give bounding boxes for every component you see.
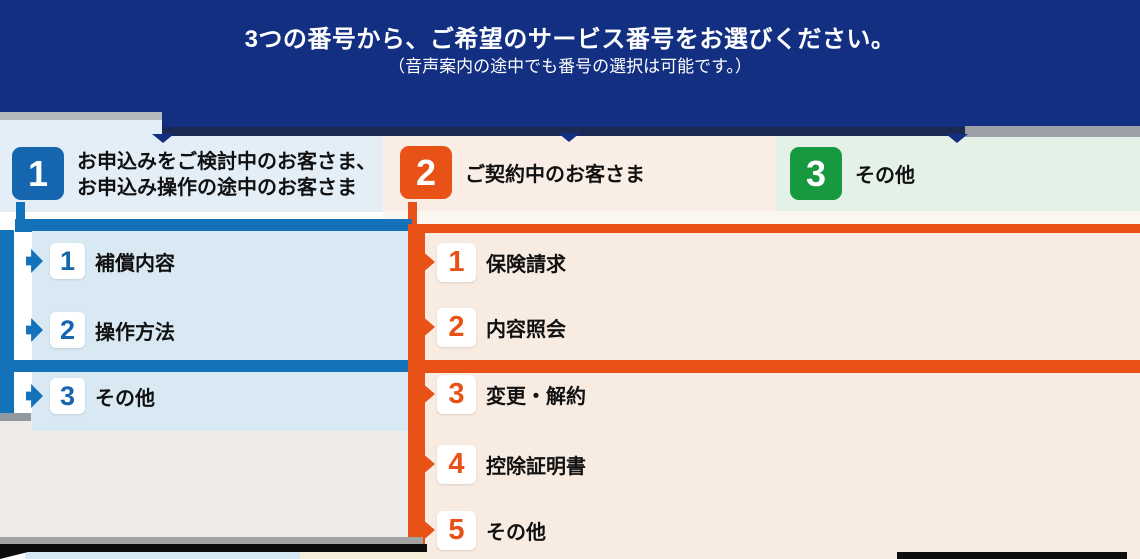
arrow-right-icon (415, 382, 435, 406)
banner-step-right (965, 112, 1140, 126)
menu-2-item-row: 3 変更・解約 (415, 374, 586, 414)
banner (0, 0, 1140, 112)
menu-1-frame-shadow (0, 413, 31, 421)
menu-1-item-row: 1 補償内容 (26, 241, 175, 281)
arrow-right-icon (26, 249, 43, 273)
page-background-left (0, 413, 408, 537)
section-3-number: 3 (805, 152, 827, 194)
section-1-label-line2: お申込み操作の途中のお客さま (77, 177, 357, 199)
item-label: その他 (486, 521, 546, 544)
item-badge: 1 (50, 243, 85, 279)
banner-shadow-left (0, 112, 162, 120)
item-badge: 4 (437, 444, 476, 484)
menu-2-divider (408, 360, 1140, 373)
item-badge: 2 (437, 307, 476, 347)
menu-2-item-row: 4 控除証明書 (415, 444, 586, 484)
arrow-right-icon (26, 318, 43, 342)
item-label: 変更・解約 (486, 385, 586, 408)
menu-2-item-row: 1 保険請求 (415, 242, 566, 282)
section-3-label: その他 (855, 165, 915, 187)
menu-1-panel-upper (32, 231, 408, 360)
menu-1-divider (0, 360, 408, 372)
menu-2-item-row: 5 その他 (415, 510, 546, 550)
menu-1-item-row: 3 その他 (26, 376, 155, 416)
item-badge: 3 (437, 374, 476, 414)
item-label: 内容照会 (486, 318, 566, 341)
section-2-number: 2 (415, 151, 437, 193)
banner-step-mid-shadow (162, 127, 965, 136)
arrow-right-icon (26, 384, 43, 408)
item-badge: 5 (437, 510, 476, 550)
item-label: その他 (95, 387, 155, 410)
menu-1-frame-top (15, 219, 412, 232)
item-label: 補償内容 (95, 252, 175, 275)
menu-2-panel-upper (425, 233, 1140, 360)
section-1-label-line1: お申込みをご検討中のお客さま、 (77, 151, 377, 173)
banner-shadow-right (965, 126, 1140, 137)
item-badge: 3 (50, 378, 85, 414)
menu-2-frame-top (408, 224, 1140, 233)
section-1-badge: 1 (12, 147, 64, 200)
item-label: 控除証明書 (486, 455, 586, 478)
item-badge: 1 (437, 242, 476, 282)
banner-title: 3つの番号から、ご希望のサービス番号をお選びください。 (244, 26, 896, 53)
section-1-label: お申込みをご検討中のお客さま、 お申込み操作の途中のお客さま (77, 149, 376, 201)
arrow-right-icon (415, 452, 435, 476)
cutoff-black-bar (0, 544, 427, 552)
menu-1-frame-left (0, 230, 14, 413)
section-2-badge: 2 (400, 146, 452, 199)
cutoff-strip-cream (300, 552, 427, 559)
section-1-connector (16, 202, 25, 221)
item-label: 保険請求 (486, 253, 566, 276)
pointer-notch-2-icon (558, 133, 580, 142)
section-2-connector (408, 202, 417, 228)
cutoff-gray-bar (0, 537, 423, 544)
arrow-right-icon (415, 315, 435, 339)
menu-2-item-row: 2 内容照会 (415, 307, 566, 347)
cutoff-black-wedge (0, 551, 32, 559)
arrow-right-icon (415, 250, 435, 274)
section-2-label: ご契約中のお客さま (465, 164, 645, 186)
banner-subtitle: （音声案内の途中でも番号の選択は可能です。） (388, 57, 752, 76)
background-gap (383, 211, 1140, 224)
cutoff-strip-lightblue (25, 552, 300, 559)
section-3-badge: 3 (790, 147, 842, 200)
item-label: 操作方法 (95, 321, 175, 344)
menu-2-panel-lower (425, 373, 1140, 559)
menu-1-item-row: 2 操作方法 (26, 310, 175, 350)
section-1-number: 1 (27, 152, 49, 194)
pointer-notch-3-icon (946, 134, 968, 143)
item-badge: 2 (50, 312, 85, 348)
pointer-notch-1-icon (152, 134, 174, 143)
menu-1-panel-lower (32, 372, 408, 431)
cutoff-black-bar-right (897, 552, 1127, 559)
